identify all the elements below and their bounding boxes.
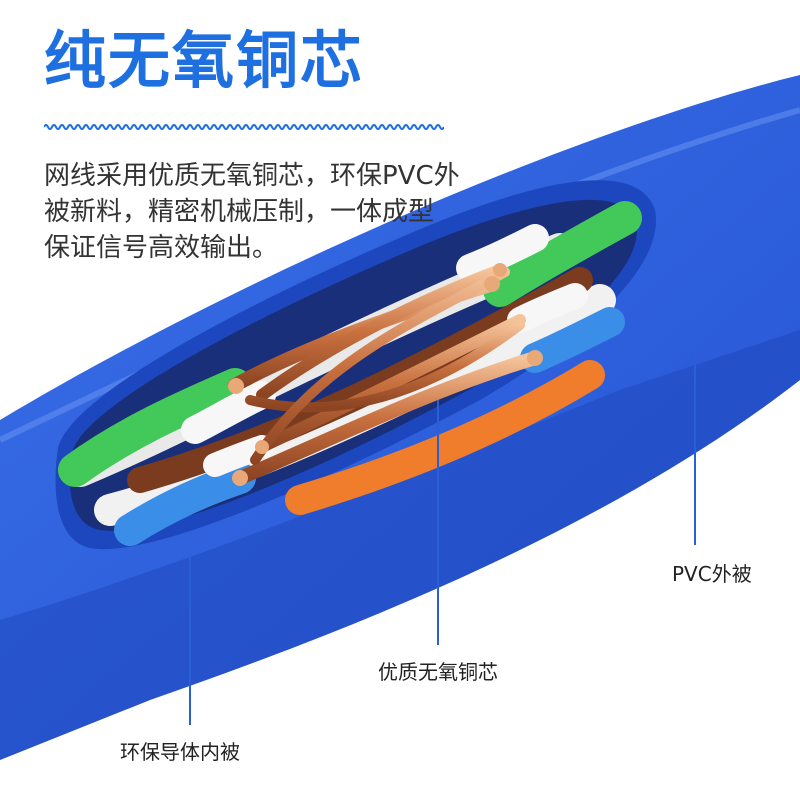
wire-green-left bbox=[58, 368, 252, 487]
feature-description: 网线采用优质无氧铜芯，环保PVC外 被新料，精密机械压制，一体成型 保证信号高效… bbox=[44, 158, 514, 266]
copper-strand-6 bbox=[250, 267, 510, 465]
copper-strand-4 bbox=[256, 314, 526, 453]
wire-orange bbox=[285, 360, 605, 515]
copper-strand-3 bbox=[233, 351, 542, 485]
callout-pvc-jacket: PVC外被 bbox=[672, 562, 752, 586]
wire-green-right bbox=[483, 201, 642, 307]
page-title: 纯无氧铜芯 bbox=[44, 24, 365, 97]
callout-inner-insulation: 环保导体内被 bbox=[120, 740, 240, 764]
copper-strand-2 bbox=[256, 264, 506, 401]
description-line: 被新料，精密机械压制，一体成型 bbox=[44, 197, 435, 227]
wire-blue-right bbox=[520, 307, 625, 373]
wire-white-end-2 bbox=[456, 224, 549, 282]
wave-divider bbox=[44, 124, 444, 130]
jacket-shadow bbox=[0, 330, 800, 760]
callout-copper-core: 优质无氧铜芯 bbox=[378, 660, 498, 684]
wire-blue-left bbox=[114, 462, 256, 546]
description-line: 网线采用优质无氧铜芯，环保PVC外 bbox=[44, 161, 460, 191]
description-line: 保证信号高效输出。 bbox=[44, 233, 279, 263]
copper-strand-5 bbox=[245, 320, 525, 413]
